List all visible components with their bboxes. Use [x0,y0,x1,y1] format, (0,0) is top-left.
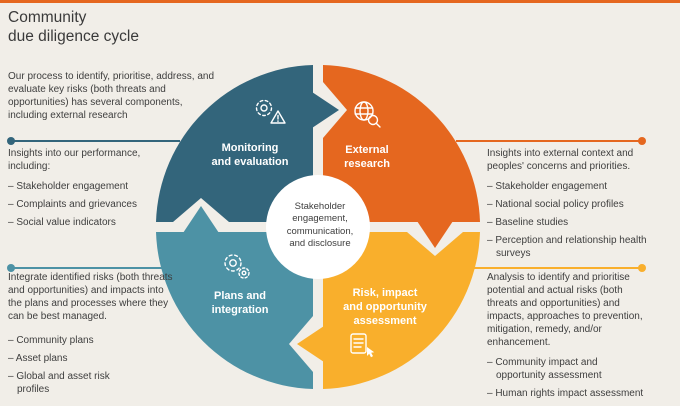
connector-line-risk [474,267,642,269]
quadrant-label-plans-integration: Plans and integration [192,289,288,317]
arrow-monitoring-to-external [309,90,339,130]
cycle-diagram [156,65,480,389]
intro-paragraph: Our process to identify, prioritise, add… [8,71,215,121]
label-line: Monitoring [221,142,279,154]
bullet-list: – Community impact and opportunity asses… [487,356,647,400]
bullet-item: – Perception and relationship health sur… [487,235,647,259]
arrow-risk-to-plans [297,324,327,364]
bullet-item: – Baseline studies [487,217,569,228]
label-line: Risk, impact [352,287,418,299]
bullet-item: – Social value indicators [8,217,116,228]
top-accent-bar [0,0,680,3]
quadrant-label-monitoring: Monitoring and evaluation [198,141,302,169]
bullet-item: – Community impact and opportunity asses… [487,357,602,381]
gears-icon [224,254,250,279]
connector-line-monitoring [10,140,180,142]
checklist-pointer-icon [350,333,375,358]
arrow-external-to-risk [415,218,455,248]
gears-alert-icon [255,99,286,124]
bullet-item: – Complaints and grievances [8,199,137,210]
section-heading: Analysis to identify and prioritise pote… [487,272,643,348]
section-heading: Insights into external context and peopl… [487,148,634,172]
section-external-insights: Insights into external context and peopl… [487,147,659,265]
connector-dot-plans [7,264,15,272]
arrow-plans-to-monitoring [181,206,221,236]
quadrant-label-risk-assessment: Risk, impact and opportunity assessment [331,286,439,328]
bullet-list: – Stakeholder engagement – National soci… [487,180,659,260]
label-line: communication, [286,225,354,237]
quadrant-label-external-research: External research [319,143,415,171]
label-line: engagement, [292,213,348,225]
label-line: and disclosure [289,238,351,250]
page-title-line1: Community [8,9,87,26]
quadrant-plans-integration [156,232,313,389]
connector-line-plans [10,267,163,269]
center-hub-label: Stakeholder engagement, communication, a… [276,201,364,250]
label-line: and opportunity [343,301,427,314]
bullet-item: – Stakeholder engagement [8,181,129,192]
section-plans-integration: Integrate identified risks (both threats… [8,271,178,401]
bullet-list: – Stakeholder engagement – Complaints an… [8,180,158,229]
bullet-item: – Asset plans [8,353,68,364]
label-line: Plans and [214,290,266,302]
bullet-item: – National social policy profiles [487,199,624,210]
section-heading: Integrate identified risks (both threats… [8,272,173,322]
bullet-item: – Stakeholder engagement [487,181,608,192]
section-heading: Insights into our performance, including… [8,148,141,172]
label-line: research [344,158,390,171]
quadrant-external-research [323,65,480,222]
bullet-item: – Global and asset risk profiles [8,371,110,395]
section-performance-insights: Insights into our performance, including… [8,147,158,234]
globe-magnifier-icon [354,101,381,128]
bullet-list: – Community plans – Asset plans – Global… [8,334,120,396]
label-line: integration [211,304,269,317]
page-title-line2: due diligence cycle [8,28,139,46]
label-line: External [345,144,389,156]
label-line: and evaluation [211,156,289,169]
center-circle [266,175,370,279]
connector-dot-risk [638,264,646,272]
bullet-item: – Community plans [8,335,94,346]
connector-dot-external [638,137,646,145]
bullet-item: – Human rights impact assessment [487,388,644,399]
label-line: assessment [353,315,417,328]
quadrant-risk-assessment [323,232,480,389]
connector-dot-monitoring [7,137,15,145]
section-risk-analysis: Analysis to identify and prioritise pote… [487,271,655,405]
quadrant-monitoring [156,65,313,222]
connector-line-external [456,140,642,142]
page-title: Community due diligence cycle [8,8,139,47]
label-line: Stakeholder [294,201,346,212]
